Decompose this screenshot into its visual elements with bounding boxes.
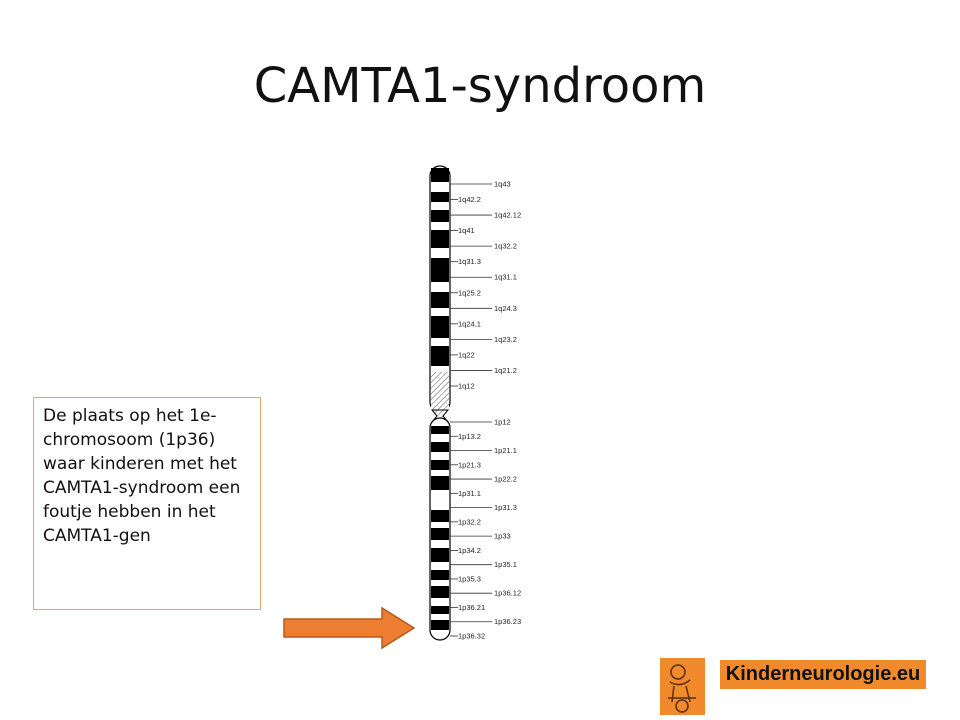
band-label: 1p31.3 [494,503,517,512]
band-label: 1p31.1 [458,489,481,498]
band-label: 1p36.23 [494,617,521,626]
logo-emblem-icon [660,658,705,715]
band-label: 1p21.3 [458,460,481,469]
band-label: 1q24.1 [458,319,481,328]
band-label: 1q32.2 [494,242,517,251]
band-label: 1q43 [494,180,511,189]
band-label: 1q31.3 [458,257,481,266]
band-label: 1p35.3 [458,574,481,583]
slide-title: CAMTA1-syndroom [253,58,707,114]
chromosome-ideogram: 1q43 1q42.2 1q42.12 1q41 1q32.2 1q31.3 1q31.1 1… [429,165,521,641]
band-label: 1q23.2 [494,335,517,344]
band-label: 1q22 [458,350,475,359]
p-arm [429,417,451,641]
callout-text: De plaats op het 1e-chromosoom (1p36) wa… [43,406,241,546]
q-arm [429,165,451,413]
band-label: 1p21.1 [494,446,517,455]
band-label: 1p32.2 [458,517,481,526]
band-labels: 1q43 1q42.2 1q42.12 1q41 1q32.2 1q31.3 1q31.1 1… [450,180,521,641]
band-label: 1q21.2 [494,366,517,375]
band-label: 1q25.2 [458,288,481,297]
band-label: 1q24.3 [494,304,517,313]
band-label: 1p35.1 [494,560,517,569]
band-label: 1q42.2 [458,195,481,204]
band-label: 1p22.2 [494,475,517,484]
band-label: 1p12 [494,418,511,427]
band-label: 1q42.12 [494,211,521,220]
band-label: 1p36.21 [458,603,485,612]
band-label: 1p36.32 [458,632,485,641]
band-label: 1p13.2 [458,432,481,441]
band-label: 1p36.12 [494,589,521,598]
location-arrow [283,606,416,650]
band-label: 1p34.2 [458,546,481,555]
band-label: 1q31.1 [494,273,517,282]
band-label: 1q41 [458,226,475,235]
callout-box: De plaats op het 1e-chromosoom (1p36) wa… [33,397,261,610]
logo-text: Kinderneurologie.eu [720,660,926,689]
band-label: 1p33 [494,532,511,541]
band-label: 1q12 [458,382,475,391]
